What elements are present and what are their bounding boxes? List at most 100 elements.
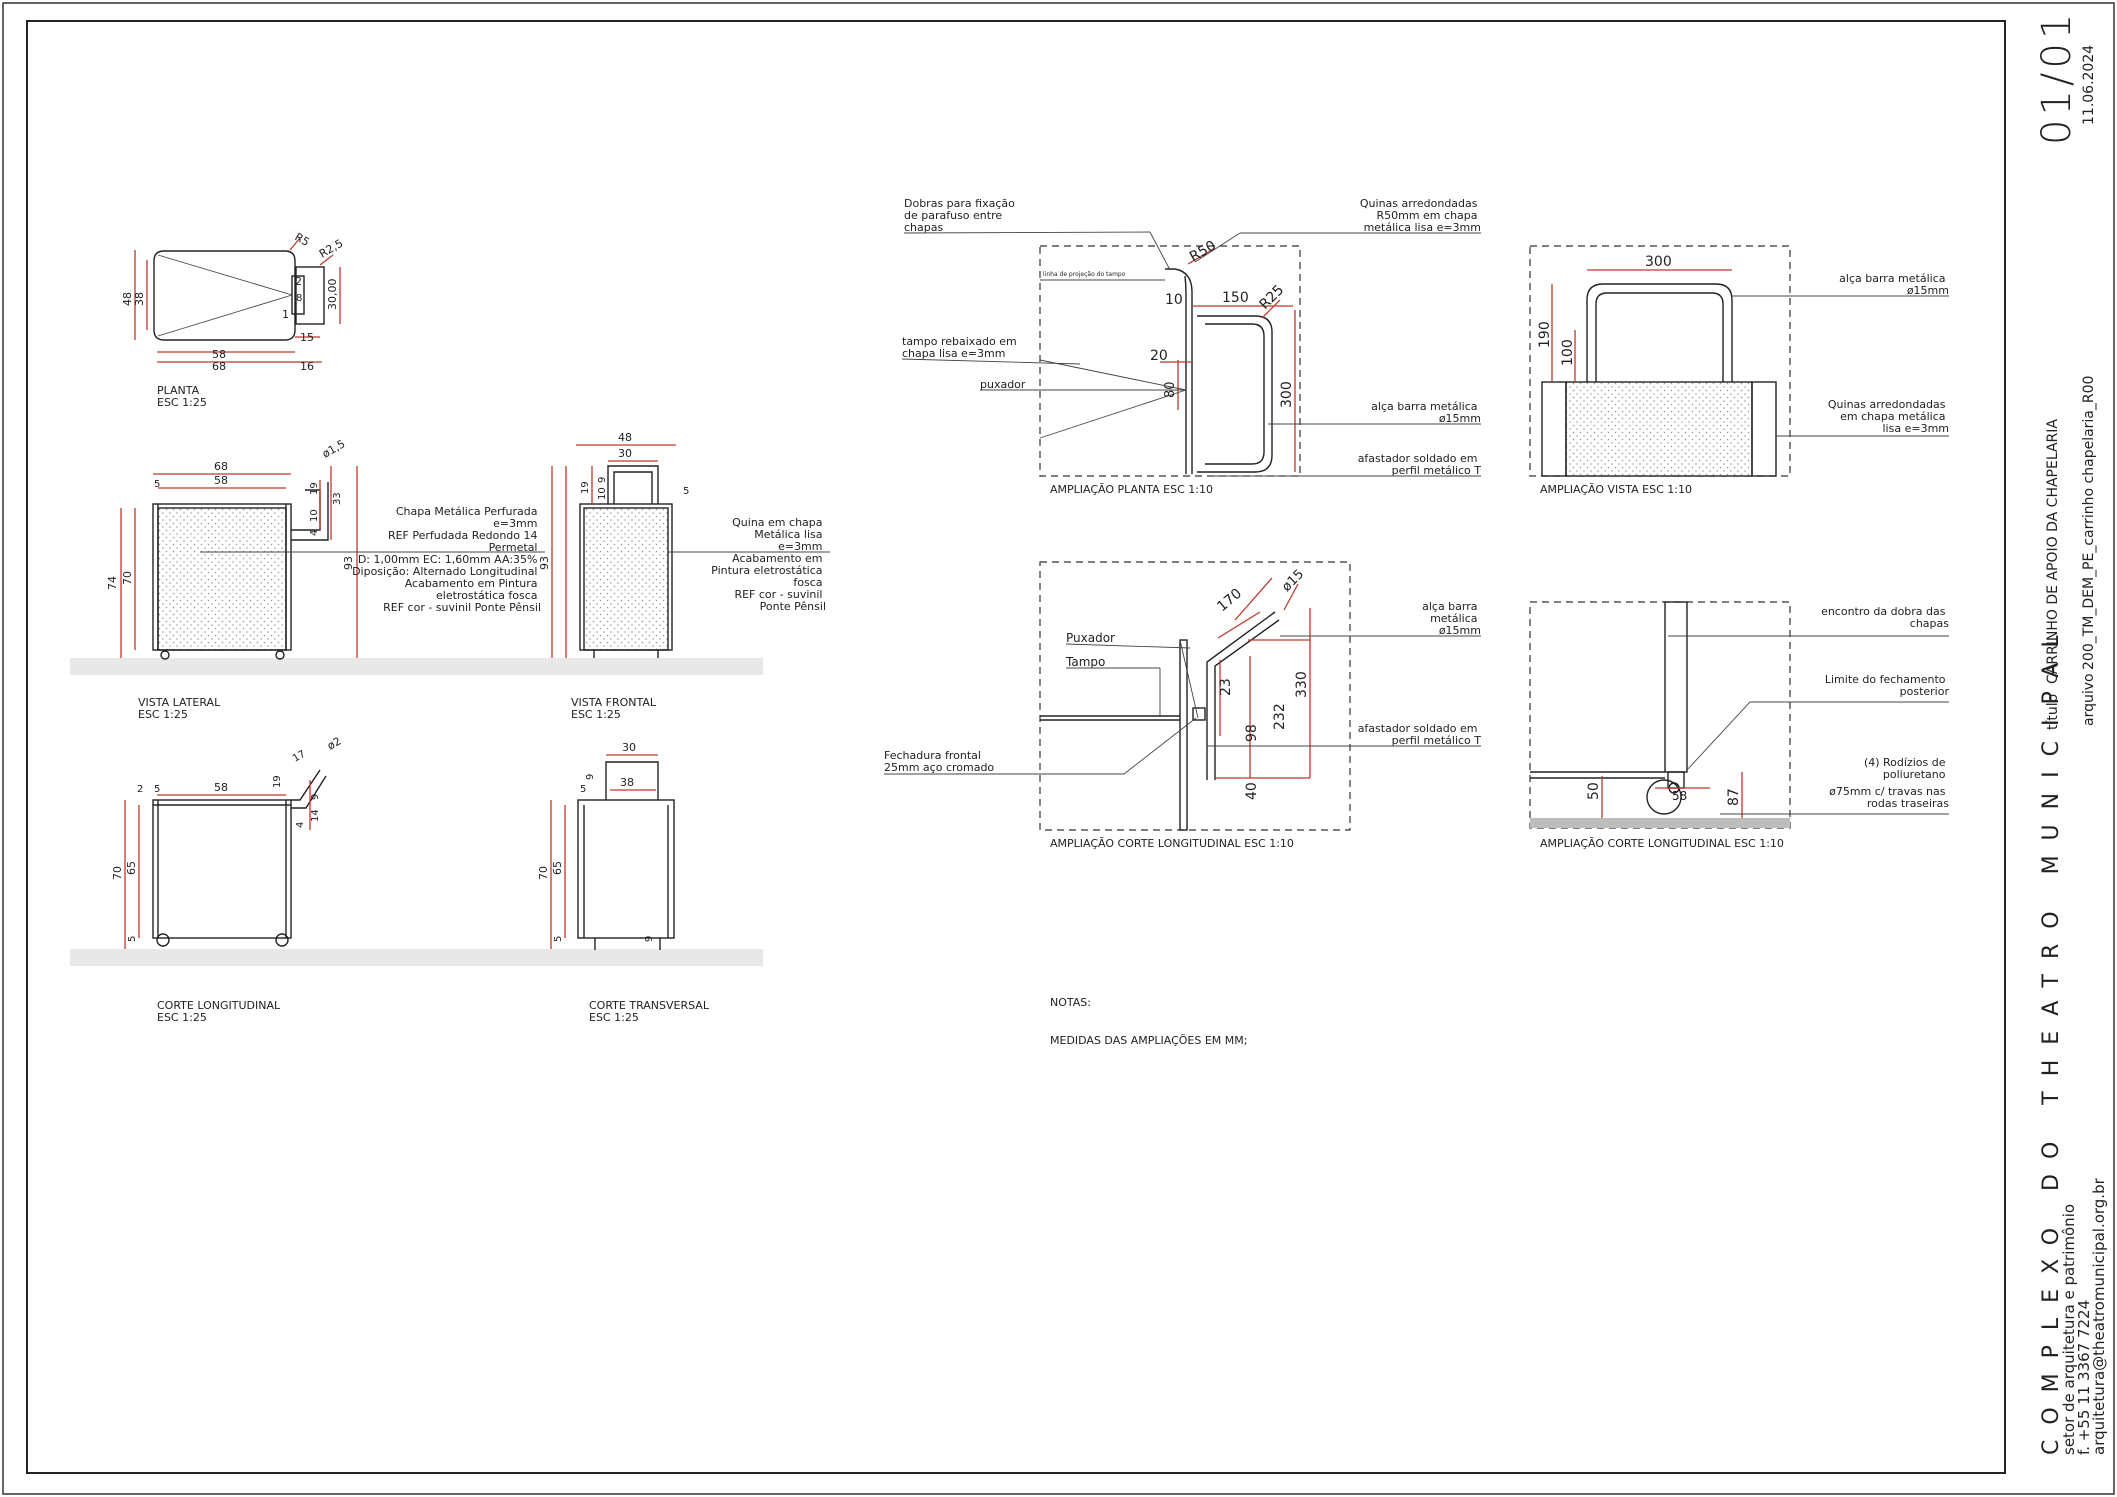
lat-dim-70: 70 xyxy=(121,571,134,585)
title-block: 01/01 11.06.2024 título CARRINHO DE APOI… xyxy=(2034,10,2108,1455)
ap-n1-c: chapas xyxy=(904,221,943,234)
av-note-1: alça barra metálica ø15mm xyxy=(1839,272,1949,297)
ct-dim-5b: 5 xyxy=(553,936,564,942)
ac2-n1-b: chapas xyxy=(1910,617,1949,630)
ap-dim-20: 20 xyxy=(1150,348,1168,364)
plan-dim-2: 2 xyxy=(295,275,302,288)
front-title: VISTA FRONTAL xyxy=(571,696,657,709)
cl-dim-9: 9 xyxy=(310,794,321,800)
front-dim-9: 9 xyxy=(597,477,608,483)
setor: setor de arquitetura e patrimônio xyxy=(2060,1204,2078,1455)
cl-dim-5b: 5 xyxy=(127,936,138,942)
ground-strip-top xyxy=(70,658,763,675)
plan-view: R5 R2,5 48 38 2 8 1 30,00 15 58 68 16 PL… xyxy=(121,230,345,409)
ap-dim-10: 10 xyxy=(1165,292,1183,308)
ap-note-1: Dobras para fixação de parafuso entre ch… xyxy=(904,197,1018,234)
front-dim-10: 10 xyxy=(597,487,608,500)
amp-corte-2: 50 58 87 encontro da dobra das chapas Li… xyxy=(1529,601,1950,850)
cl-dim-65: 65 xyxy=(125,861,138,875)
front-dim-19: 19 xyxy=(580,481,591,494)
ac2-n3-d: rodas traseiras xyxy=(1867,797,1949,810)
ac2-n1-a: encontro da dobra das xyxy=(1821,605,1946,618)
lat-note-3: REF Perfudada Redondo 14 xyxy=(388,529,538,542)
front-dim-48: 48 xyxy=(618,431,632,444)
lat-title: VISTA LATERAL xyxy=(138,696,221,709)
av-dim-300: 300 xyxy=(1645,254,1672,270)
plan-dim-15: 15 xyxy=(300,331,314,344)
ac1-note-3: Fechadura frontal 25mm aço cromado xyxy=(884,749,994,774)
sheet-date: 11.06.2024 xyxy=(2081,45,2097,125)
av-dim-100: 100 xyxy=(1560,339,1576,366)
ap-n5-b: ø15mm xyxy=(1439,412,1481,425)
front-note-6: fosca xyxy=(793,576,822,589)
plan-scale: ESC 1:25 xyxy=(157,396,207,409)
ac2-note-2: Limite do fechamento posterior xyxy=(1825,673,1950,698)
notes-title: NOTAS: xyxy=(1050,996,1091,1009)
ac1-puxador: Puxador xyxy=(1066,631,1115,645)
ac1-n1-a: alça barra xyxy=(1422,600,1477,613)
ac1-dim-98: 98 xyxy=(1244,724,1260,742)
ac2-n3-a: (4) Rodízios de xyxy=(1864,756,1946,769)
corte-longitudinal: 2 5 58 19 17 ø2 9 14 4 70 65 5 CORTE LON… xyxy=(111,734,343,1024)
ac1-n1-c: ø15mm xyxy=(1439,624,1481,637)
amp-planta-inner: linha de projeção do tampo xyxy=(1043,271,1126,278)
ap-dim-150: 150 xyxy=(1222,290,1249,306)
plan-dim-16: 16 xyxy=(300,360,314,373)
av-note-2: Quinas arredondadas em chapa metálica li… xyxy=(1828,398,1949,435)
front-dim-93: 93 xyxy=(538,556,551,570)
cl-dim-phi: ø2 xyxy=(325,734,343,752)
ac2-n2-b: posterior xyxy=(1900,685,1950,698)
titulo-value: CARRINHO DE APOIO DA CHAPELARIA xyxy=(2045,419,2061,684)
front-note: Quina em chapa Metálica lisa e=3mm Acaba… xyxy=(711,516,826,613)
plan-dim-38: 38 xyxy=(133,292,146,306)
plan-title: PLANTA xyxy=(157,384,200,397)
av-n1-b: ø15mm xyxy=(1907,284,1949,297)
plan-dim-30: 30,00 xyxy=(326,279,339,311)
ap-note-6: afastador soldado em perfil metálico T xyxy=(1358,452,1482,477)
lat-dim-74: 74 xyxy=(106,576,119,590)
ap-n2-b: R50mm em chapa xyxy=(1376,209,1477,222)
ap-note-4: puxador xyxy=(980,378,1026,391)
ct-title: CORTE TRANSVERSAL xyxy=(589,999,710,1012)
cl-dim-5: 5 xyxy=(154,784,160,795)
front-note-7: REF cor - suvinil xyxy=(734,588,822,601)
av-dim-190: 190 xyxy=(1537,321,1553,348)
ac1-note-2: afastador soldado em perfil metálico T xyxy=(1358,722,1482,747)
plan-dim-r5: R5 xyxy=(293,230,312,249)
ap-n3-a: tampo rebaixado em xyxy=(902,335,1017,348)
lat-scale: ESC 1:25 xyxy=(138,708,188,721)
lat-note-9: REF cor - suvinil Ponte Pênsil xyxy=(383,601,541,614)
ap-n2-c: metálica lisa e=3mm xyxy=(1364,221,1481,234)
arquivo-label: arquivo xyxy=(2081,673,2097,726)
ct-dim-65: 65 xyxy=(551,861,564,875)
ap-n2-a: Quinas arredondadas xyxy=(1360,197,1478,210)
front-note-2: Metálica lisa xyxy=(754,528,822,541)
plan-dim-1: 1 xyxy=(282,308,289,321)
front-note-8: Ponte Pênsil xyxy=(760,600,826,613)
org-name: COMPLEXO DO THEATRO MUNICIPAL xyxy=(2039,620,2064,1455)
front-dim-5: 5 xyxy=(683,486,689,497)
cl-dim-14: 14 xyxy=(310,809,321,822)
lat-note-7: Acabamento em Pintura xyxy=(405,577,538,590)
frontal-view: 48 30 19 10 9 93 5 Quina em chapa Metáli… xyxy=(538,431,830,721)
lat-note-2: e=3mm xyxy=(493,517,537,530)
front-scale: ESC 1:25 xyxy=(571,708,621,721)
cl-dim-2: 2 xyxy=(137,784,143,795)
ct-dim-5: 5 xyxy=(580,784,586,795)
ac2-title: AMPLIAÇÃO CORTE LONGITUDINAL ESC 1:10 xyxy=(1540,837,1784,850)
notes-line: MEDIDAS DAS AMPLIAÇÕES EM MM; xyxy=(1050,1034,1247,1047)
fone: f. +55 11 3367 7224 xyxy=(2075,1300,2093,1455)
ap-note-5: alça barra metálica ø15mm xyxy=(1371,400,1481,425)
av-n1-a: alça barra metálica xyxy=(1839,272,1945,285)
lat-note-8: eletrostática fosca xyxy=(436,589,537,602)
ap-n1-b: de parafuso entre xyxy=(904,209,1002,222)
cl-dim-19: 19 xyxy=(272,775,283,788)
ap-note-2: Quinas arredondadas R50mm em chapa metál… xyxy=(1360,197,1481,234)
cl-dim-58: 58 xyxy=(214,781,228,794)
lat-dim-19: 19 xyxy=(309,482,320,495)
amp-corte-1: 170 ø15 330 23 232 98 40 Puxador Tampo a… xyxy=(884,561,1482,850)
ct-dim-30: 30 xyxy=(622,741,636,754)
sheet-number: 01/01 xyxy=(2034,10,2080,145)
